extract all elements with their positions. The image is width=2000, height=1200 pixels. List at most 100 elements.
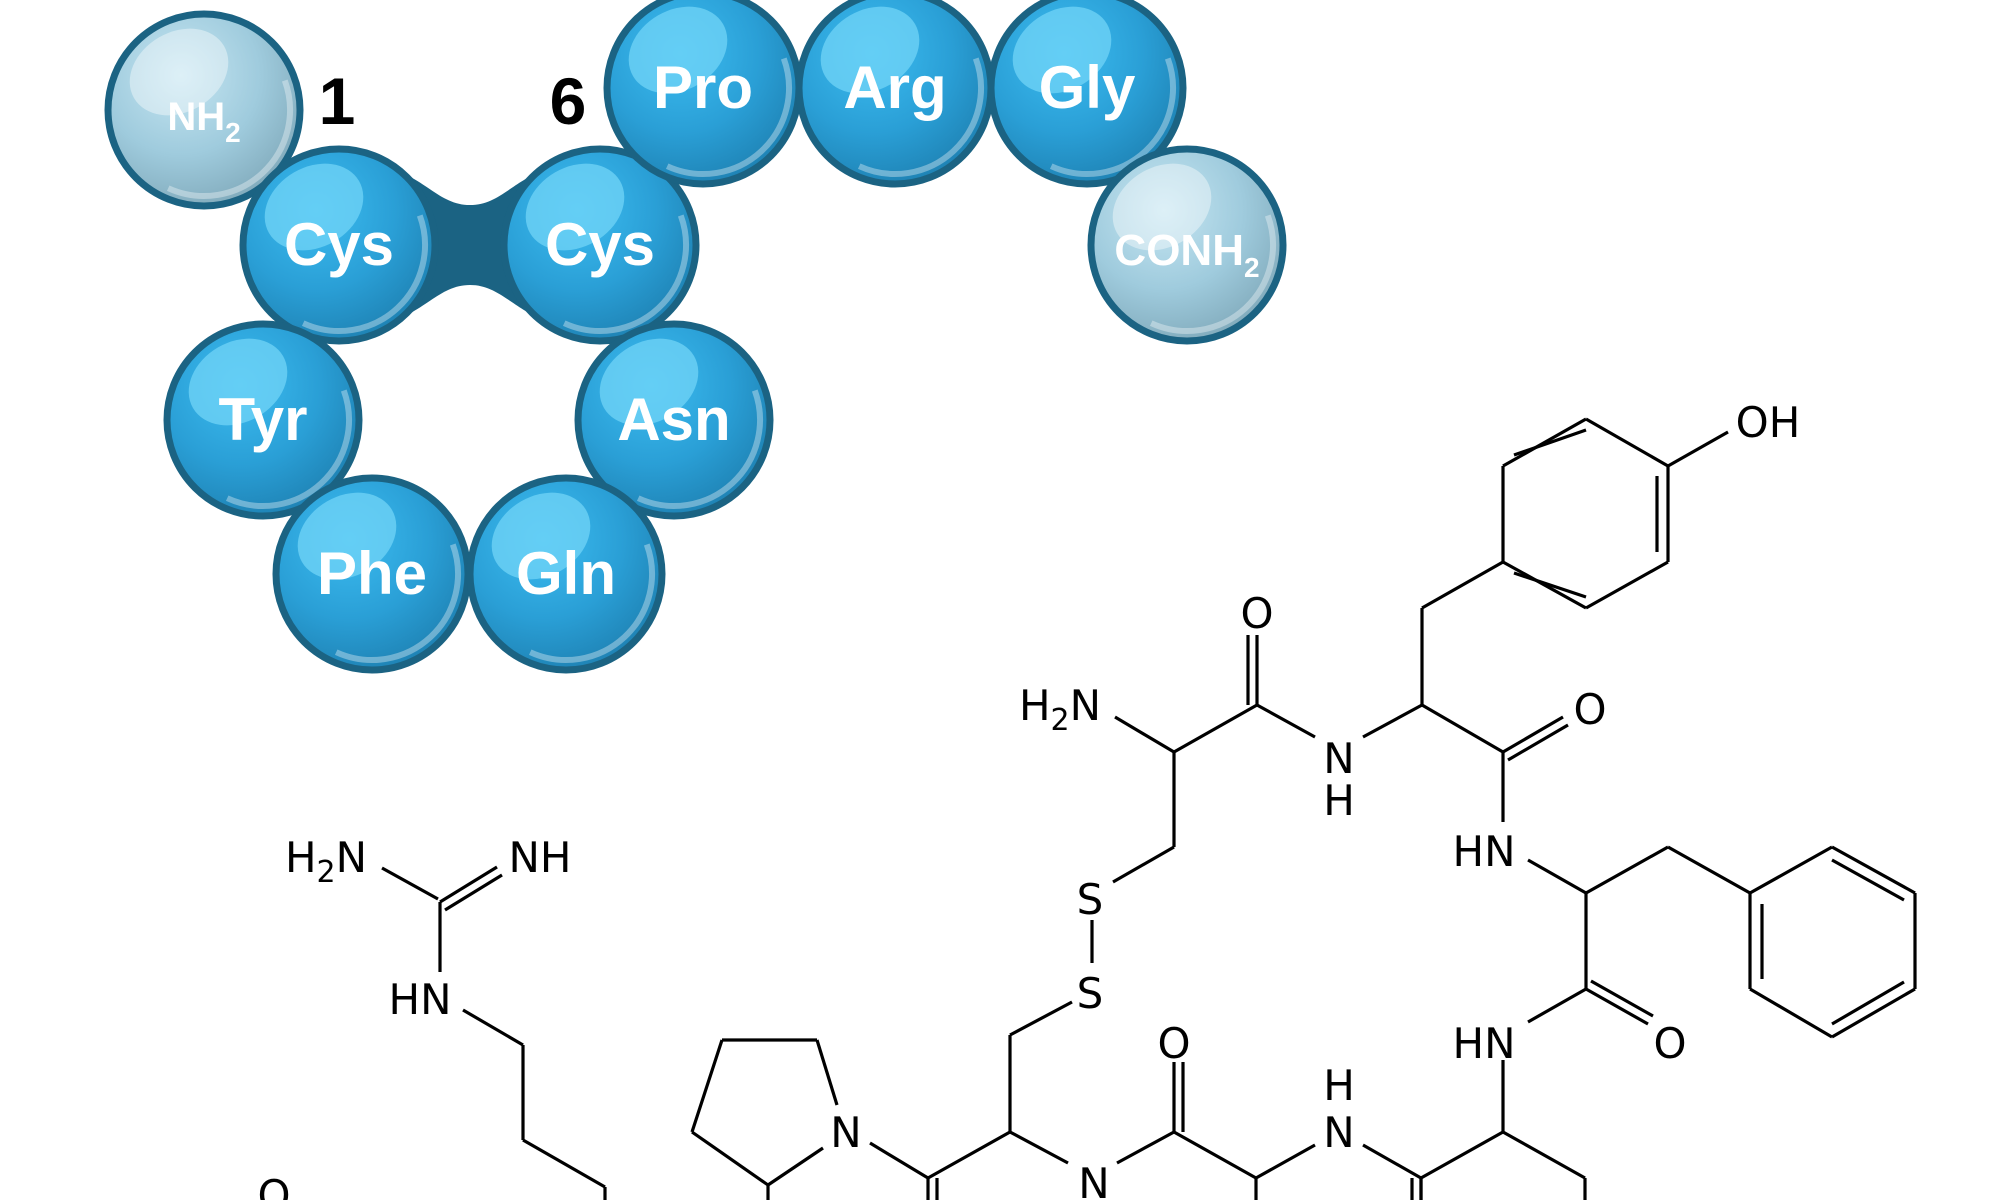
- residue-ball-arg-8: Arg: [795, 0, 995, 188]
- atom-oh: OH: [1736, 398, 1801, 447]
- ball-rim-shine: [857, 57, 984, 177]
- ball-label: Gly: [1039, 54, 1136, 121]
- residue-ball-c-terminus: CONH2: [1087, 145, 1287, 345]
- single-bond: [1585, 845, 1669, 895]
- single-bond: [462, 1008, 524, 1047]
- aromatic-inner-bond: [1513, 428, 1587, 457]
- atom-h2n-top: H2N: [1019, 681, 1101, 738]
- ball-highlight: [628, 6, 728, 94]
- double-bond-line: [439, 865, 498, 904]
- structural-formula-bonds: [381, 417, 1917, 1200]
- ball-rim-shine: [301, 214, 428, 334]
- atom-n-proline: N: [830, 1108, 861, 1157]
- ball-rim-shine: [562, 214, 689, 334]
- single-bond: [927, 1130, 1011, 1180]
- ball-label: Cys: [545, 211, 655, 278]
- single-bond: [1585, 417, 1669, 468]
- ball-highlight: [599, 338, 699, 426]
- ball-highlight: [264, 163, 364, 251]
- atom-n-1: N: [1323, 734, 1354, 783]
- double-bond-line: [444, 873, 503, 912]
- single-bond: [1173, 703, 1258, 754]
- atom-s-2: S: [1077, 969, 1104, 1018]
- atom-h-1: H: [1323, 776, 1355, 825]
- single-bond: [1749, 987, 1833, 1039]
- single-bond: [1362, 1143, 1422, 1180]
- ball-label: NH2: [167, 95, 240, 148]
- position-label-1: 1: [319, 64, 356, 138]
- atom-o-1: O: [1240, 589, 1273, 638]
- single-bond: [815, 1039, 839, 1106]
- ball-label: Gln: [516, 540, 616, 607]
- ball-label: Cys: [284, 211, 394, 278]
- ball-highlight: [1112, 163, 1212, 251]
- atom-n-amide: N: [1078, 1159, 1109, 1200]
- ball-highlight: [297, 492, 397, 580]
- double-bond-line: [1590, 979, 1654, 1018]
- single-bond: [1421, 560, 1504, 610]
- single-bond: [1667, 430, 1729, 468]
- single-bond: [1502, 417, 1587, 468]
- residue-ball-gln-4: Gln: [466, 474, 666, 674]
- ball-rim-shine: [665, 57, 792, 177]
- atom-n-4: N: [1323, 1108, 1354, 1157]
- ball-body: [104, 10, 304, 210]
- ball-rim-shine: [225, 389, 352, 509]
- single-bond: [767, 1146, 824, 1187]
- single-bond: [1831, 845, 1916, 895]
- ball-highlight: [491, 492, 591, 580]
- double-bond-line: [1502, 715, 1564, 754]
- single-bond: [691, 1130, 769, 1187]
- aromatic-inner-bond: [1831, 858, 1905, 902]
- residue-ball-tyr-2: Tyr: [163, 320, 363, 520]
- structural-formula-atoms: H2N O N H O OH HN HN O S S O N H N N H2N…: [257, 398, 1800, 1200]
- double-bond-line: [1507, 723, 1569, 762]
- single-bond: [1527, 987, 1587, 1024]
- atom-h-4: H: [1323, 1061, 1355, 1110]
- aromatic-inner-bond: [1831, 980, 1905, 1026]
- residue-ball-phe-3: Phe: [272, 474, 472, 674]
- single-bond: [1256, 703, 1316, 739]
- ball-rim-shine: [1149, 214, 1277, 334]
- single-bond: [1009, 1000, 1073, 1037]
- single-bond: [1749, 845, 1833, 895]
- ball-highlight: [820, 6, 920, 94]
- single-bond: [1831, 987, 1916, 1039]
- single-bond: [1255, 1143, 1316, 1180]
- single-bond: [1009, 1130, 1069, 1165]
- residue-ball-cys-6: Cys: [500, 145, 700, 345]
- single-bond: [1362, 703, 1423, 739]
- residue-ball-gly-9: Gly: [987, 0, 1187, 188]
- ball-highlight: [525, 163, 625, 251]
- ball-label: CONH2: [1114, 226, 1259, 283]
- single-bond: [1116, 1130, 1175, 1165]
- aromatic-inner-bond: [1513, 571, 1587, 599]
- ball-label: Asn: [617, 386, 730, 453]
- single-bond: [1173, 1130, 1257, 1180]
- single-bond: [1502, 560, 1587, 610]
- atom-o-3: O: [1653, 1019, 1686, 1068]
- residue-ball-n-terminus: NH2: [104, 10, 304, 210]
- ball-highlight: [129, 28, 229, 116]
- ball-label: Arg: [843, 54, 946, 121]
- single-bond: [1585, 560, 1669, 610]
- ball-rim-shine: [334, 543, 461, 663]
- atom-hn-3: HN: [1453, 1019, 1516, 1068]
- ball-label: Tyr: [219, 386, 308, 453]
- ball-label: Pro: [653, 54, 753, 121]
- atom-o-bottom-left: O: [257, 1171, 290, 1200]
- ball-rim-shine: [636, 389, 763, 509]
- ball-highlight: [188, 338, 288, 426]
- ball-rim-shine: [1049, 57, 1177, 177]
- atom-hn-2: HN: [1453, 827, 1516, 876]
- single-bond: [1502, 1130, 1586, 1180]
- residue-ball-cys-1: Cys: [239, 145, 439, 345]
- atom-s-1: S: [1077, 875, 1104, 924]
- residue-ball-asn-5: Asn: [574, 320, 774, 520]
- atom-hn-arg: HN: [389, 975, 452, 1024]
- single-bond: [869, 1141, 929, 1180]
- ball-rim-shine: [166, 79, 293, 199]
- single-bond: [522, 1138, 606, 1189]
